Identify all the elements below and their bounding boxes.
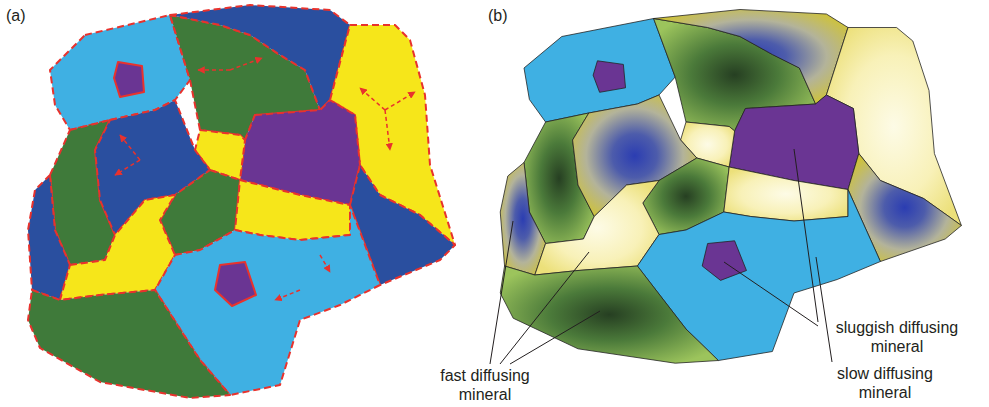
arrow bbox=[120, 135, 140, 160]
arrow bbox=[198, 69, 230, 71]
leader-line bbox=[500, 252, 589, 364]
inclusion bbox=[114, 62, 144, 97]
panel-label: (a) bbox=[6, 6, 26, 25]
inclusion bbox=[702, 241, 746, 281]
callout-label: fast diffusing mineral bbox=[420, 366, 550, 404]
arrow bbox=[230, 58, 262, 70]
panel-label: (b) bbox=[488, 6, 508, 25]
leader-line bbox=[490, 221, 513, 364]
grain bbox=[724, 167, 848, 221]
inclusion bbox=[593, 61, 625, 93]
callout-label: slow diffusing mineral bbox=[820, 364, 950, 402]
diffusion-arrows bbox=[115, 58, 415, 300]
leader-line bbox=[794, 149, 818, 322]
arrow bbox=[320, 255, 330, 272]
grain bbox=[235, 180, 350, 240]
grain bbox=[170, 5, 350, 110]
callout-label: sluggish diffusing mineral bbox=[822, 318, 972, 356]
grain bbox=[535, 181, 659, 276]
arrow bbox=[385, 92, 415, 110]
inclusion bbox=[215, 262, 256, 306]
arrow bbox=[385, 110, 390, 150]
arrow bbox=[360, 88, 385, 110]
panel-b bbox=[500, 10, 961, 364]
grain bbox=[28, 175, 70, 300]
grain bbox=[654, 10, 848, 105]
panel-a bbox=[28, 5, 455, 398]
leader-line bbox=[816, 257, 832, 362]
grain bbox=[28, 290, 230, 398]
grain bbox=[500, 266, 718, 363]
leader-line bbox=[724, 262, 818, 326]
leader-lines bbox=[490, 149, 832, 364]
leader-line bbox=[510, 311, 600, 364]
arrow bbox=[115, 160, 140, 175]
arrow bbox=[275, 290, 300, 300]
